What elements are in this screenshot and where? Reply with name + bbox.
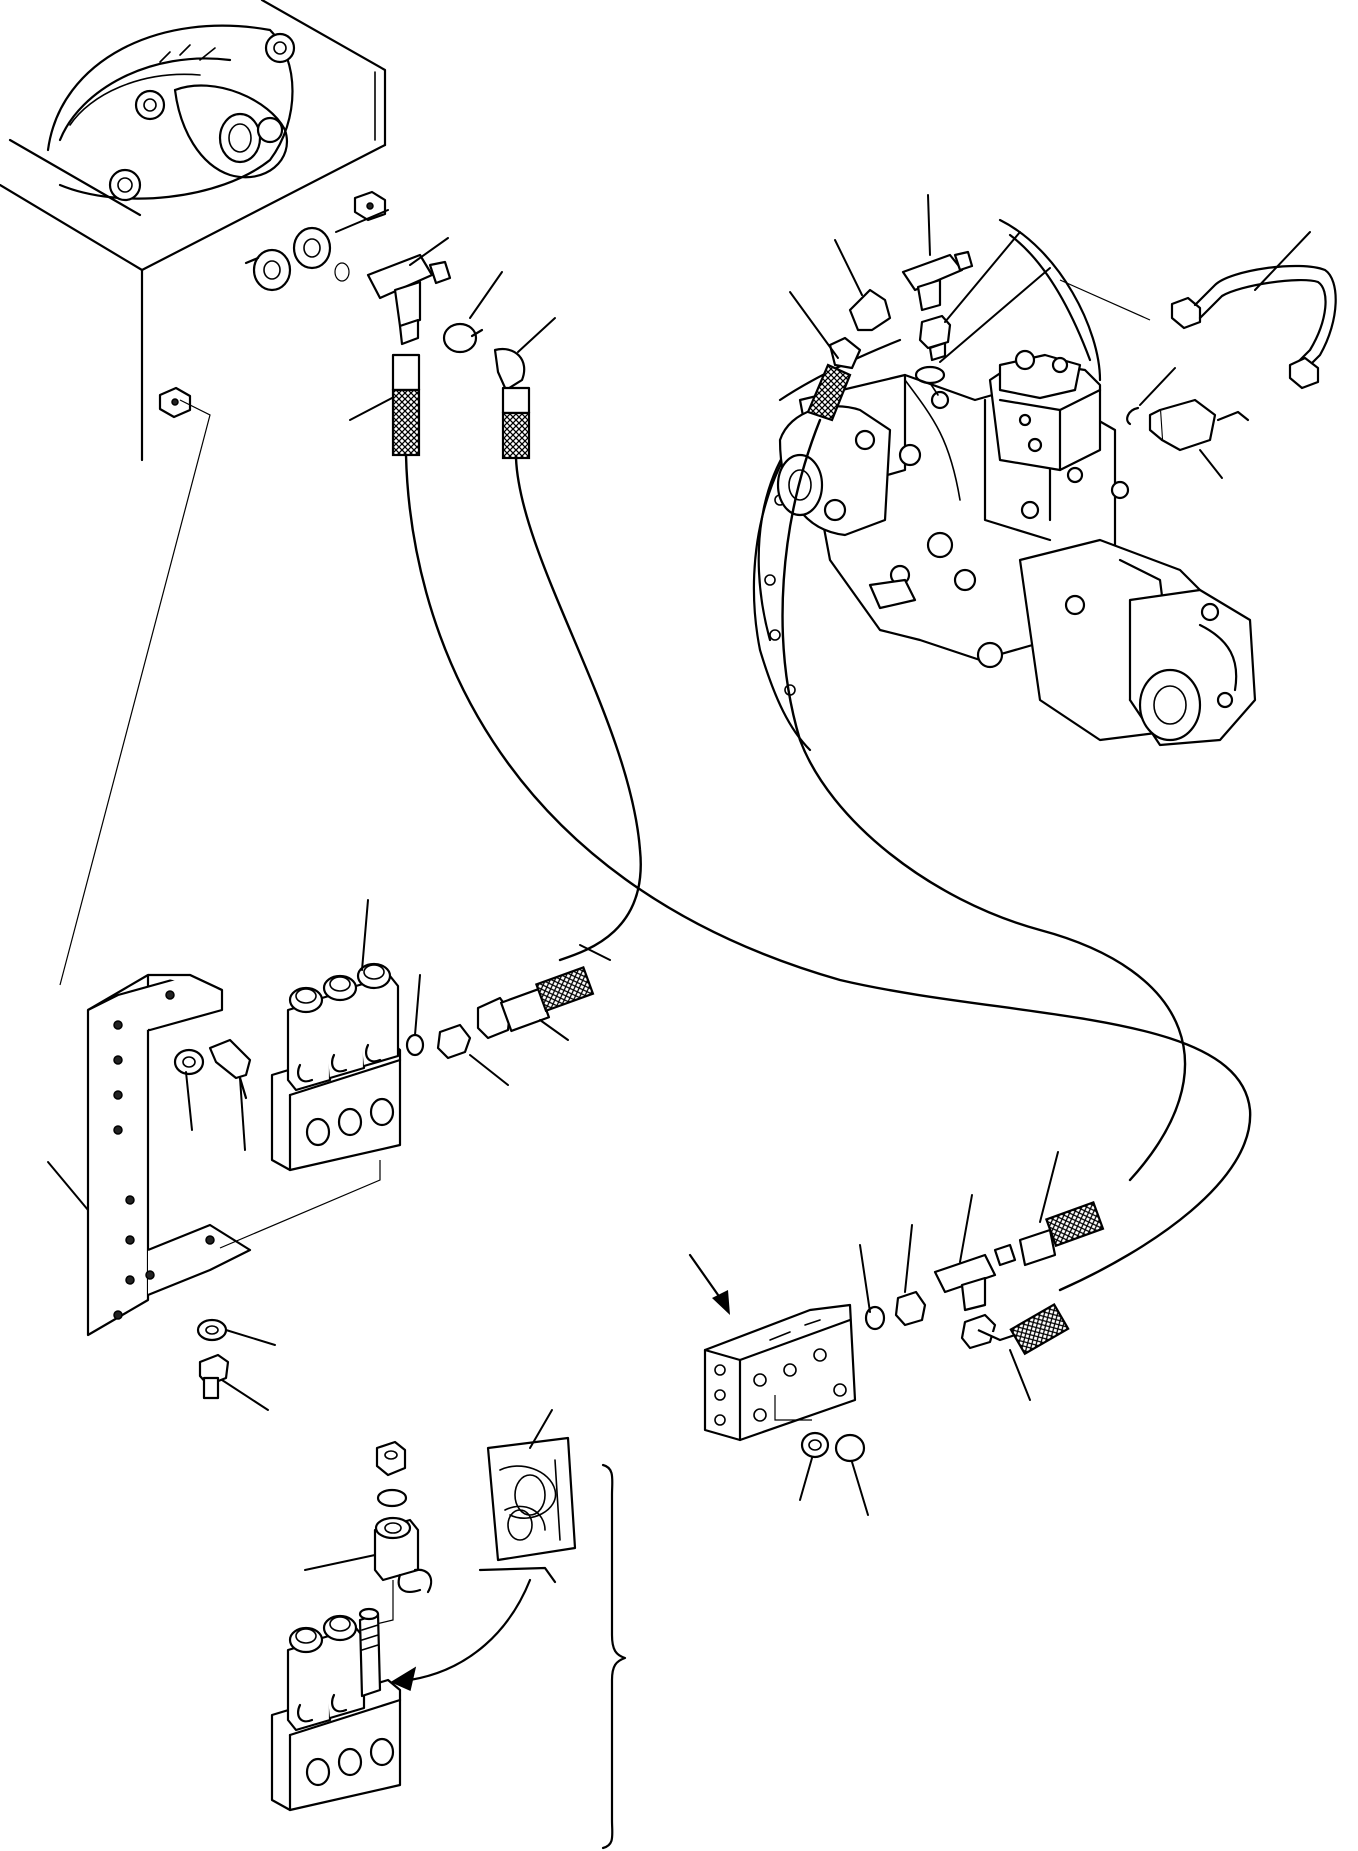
kit-brace: [601, 1463, 627, 1850]
tank-spacers: [244, 226, 350, 292]
solenoid-valve-left: [270, 962, 402, 1172]
solenoid-valve-exploded: [270, 1607, 402, 1812]
callout-leader-2: [409, 237, 449, 266]
mounting-bracket: [86, 973, 381, 1337]
callout-leader-26: [959, 1194, 973, 1263]
callout-leader-15: [414, 974, 421, 1036]
callout-leader-27: [1039, 1151, 1059, 1223]
callout-leader-8: [944, 231, 1021, 323]
callout-leader-4: [517, 317, 556, 353]
hydraulic-pump: [752, 218, 1257, 752]
callout-leader-30: [851, 1461, 869, 1516]
manifold-arrow: [688, 1253, 730, 1315]
solenoid-exploded-parts: [371, 1440, 433, 1626]
tank-tee-fitting: [366, 253, 484, 354]
callout-leader-19: [185, 1071, 193, 1131]
hydraulic-tank: [0, 0, 387, 986]
pump-steel-pipe: [1126, 264, 1337, 452]
callout-leader-3: [469, 271, 503, 319]
callout-leader-28: [1009, 1349, 1031, 1401]
callout-leader-17: [539, 1019, 569, 1041]
callout-leader-13: [1199, 449, 1223, 479]
callout-leader-29: [799, 1457, 813, 1501]
callout-leader-12: [1139, 367, 1176, 406]
tank-hoses: [391, 347, 1252, 1292]
manifold-plug: [800, 1431, 866, 1463]
callout-leader-22: [225, 1329, 276, 1346]
callout-leader-10: [789, 291, 839, 359]
callout-leader-32: [304, 1554, 376, 1571]
solenoid-fittings: [405, 965, 595, 1060]
callout-leader-6: [834, 239, 863, 296]
manifold-block: [703, 1303, 857, 1442]
callout-leader-5: [349, 397, 393, 421]
callout-leader-31: [529, 1409, 553, 1449]
pump-tee-fitting: [901, 250, 974, 396]
manifold-fittings: [864, 1200, 1105, 1356]
bracket-lower-bolt: [196, 1318, 230, 1400]
callout-leader-21: [47, 1161, 89, 1211]
callout-leader-16: [469, 1054, 509, 1086]
pump-hose-fitting: [781, 288, 1187, 1182]
callout-leader-20: [239, 1077, 246, 1151]
bracket-upper-bolt: [173, 1038, 252, 1100]
callout-leader-11: [1254, 231, 1311, 291]
callout-leader-7: [927, 194, 931, 256]
callout-leader-25: [904, 1224, 913, 1293]
repair-kit-bag: [478, 1436, 577, 1584]
kit-arrow: [390, 1578, 532, 1692]
callout-leaders: [47, 194, 1311, 1571]
callout-leader-14: [361, 899, 369, 971]
callout-leader-1: [335, 209, 389, 233]
callout-leader-9: [939, 267, 1051, 363]
callout-leader-24: [859, 1244, 871, 1313]
callout-leader-18: [579, 944, 611, 961]
callout-leader-23: [221, 1379, 269, 1411]
